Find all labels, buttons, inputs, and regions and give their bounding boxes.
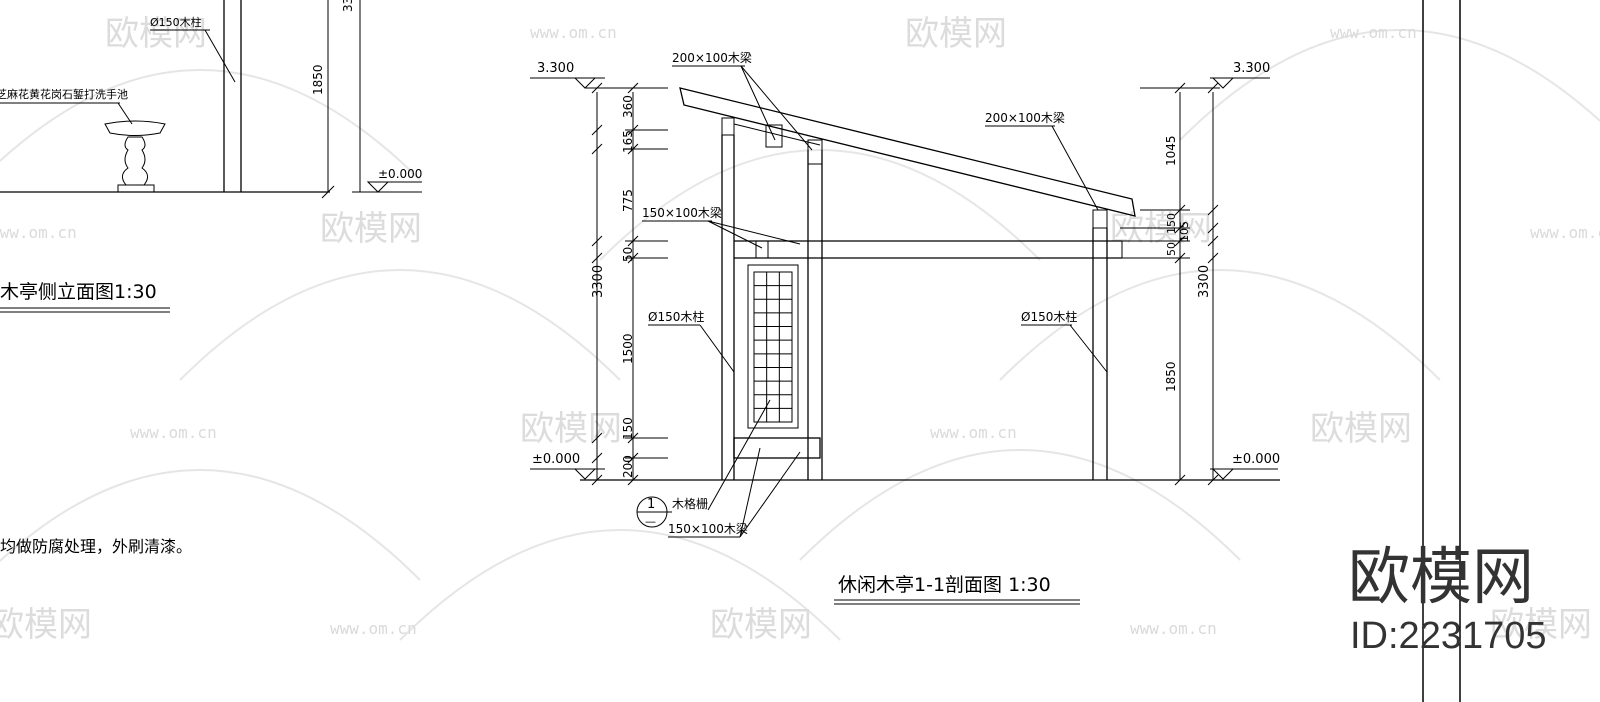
dimension-tick — [591, 124, 603, 136]
beam-top-left-label: 200×100木梁 — [672, 50, 752, 65]
dim-right-50: 50 — [1165, 242, 1178, 256]
dimension-tick — [591, 252, 603, 264]
dimension-tick — [1207, 204, 1219, 216]
dim-left-150: 150 — [621, 417, 635, 440]
watermark-url: www.om.cn — [1130, 619, 1217, 638]
level-zero-right: ±0.000 — [1232, 452, 1280, 467]
watermark-url: www.om.cn — [1330, 23, 1417, 42]
watermark-brand: 欧模网 — [1310, 409, 1412, 449]
brand-overlay: 欧模网 ID:2231705 — [1348, 543, 1547, 657]
watermark-url: www.om.cn — [330, 619, 417, 638]
left-extension-lines — [590, 87, 668, 459]
dim-1850: 1850 — [311, 64, 325, 95]
dim-right-105: 105 — [1178, 221, 1191, 242]
watermark-brand: 欧模网 — [520, 409, 622, 449]
beam-top-right-label: 200×100木梁 — [985, 110, 1065, 125]
level-top-left: 3.300 — [537, 61, 574, 76]
dimension-tick — [591, 235, 603, 247]
roof-beam — [679, 87, 1136, 217]
section-title: 休闲木亭1-1剖面图 1:30 — [838, 574, 1051, 596]
level-zero-left-view: ±0.000 — [378, 167, 422, 181]
lattice-label: 木格栅 — [672, 496, 708, 511]
watermark-url: www.om.cn — [930, 423, 1017, 442]
sheet-border — [1422, 0, 1461, 702]
level-top-right: 3.300 — [1233, 61, 1270, 76]
dimension-tick — [1207, 252, 1219, 264]
watermark-brand: 欧模网 — [1110, 209, 1212, 249]
brand-logo-text: 欧模网 — [1348, 543, 1534, 612]
dimension-tick — [1174, 474, 1186, 486]
watermark-brand: 欧模网 — [905, 14, 1007, 54]
column-label: Ø150木柱 — [150, 15, 202, 29]
watermark-brand: 欧模网 — [710, 605, 812, 645]
dim-right-1045: 1045 — [1164, 135, 1178, 166]
level-zero-left: ±0.000 — [532, 452, 580, 467]
annotations: 200×100木梁 200×100木梁 150×100木梁 Ø150木柱 Ø15… — [636, 50, 1108, 538]
dim-left-1500: 1500 — [621, 333, 635, 364]
treatment-note: 均做防腐处理，外刷清漆。 — [0, 537, 192, 556]
dim-right-total: 3300 — [1197, 265, 1212, 298]
dim-left-165: 165 — [621, 130, 635, 153]
dimension-tick — [591, 474, 603, 486]
detail-number: 1 — [647, 497, 655, 512]
watermark-url: www.om.cn — [530, 23, 617, 42]
watermark-brand: 欧模网 — [1490, 605, 1592, 645]
dim-right-150: 150 — [1165, 213, 1178, 234]
column-left-label: Ø150木柱 — [648, 309, 704, 324]
column-right-label: Ø150木柱 — [1021, 309, 1077, 324]
beam-mid-label: 150×100木梁 — [642, 205, 722, 220]
dim-left-775: 775 — [621, 189, 635, 212]
dim-left-50: 50 — [621, 247, 635, 262]
wash-basin — [104, 120, 166, 193]
dimension-tick — [591, 452, 603, 464]
dimension-tick — [591, 143, 603, 155]
detail-sheet: — — [645, 515, 656, 528]
watermark-brand: 欧模网 — [0, 605, 92, 645]
dim-left-200: 200 — [621, 455, 635, 478]
brand-id-text: ID:2231705 — [1350, 615, 1547, 657]
side-elevation: Ø150木柱 芝麻花黄花岗石錾打洗手池 1850 33 ±0.000 木亭侧立面… — [0, 0, 422, 556]
watermark-brand: 欧模网 — [105, 14, 207, 54]
dimension-tick — [627, 474, 639, 486]
watermark-url: www.om.cn — [130, 423, 217, 442]
dim-right-1850: 1850 — [1164, 361, 1178, 392]
dim-left-360: 360 — [621, 95, 635, 118]
side-elevation-title: 木亭侧立面图1:30 — [0, 281, 157, 303]
dimension-tick — [1207, 474, 1219, 486]
watermark-layer: 欧模网 欧模网 欧模网 欧模网 欧模网 欧模网 欧模网 欧模网 欧模网 www.… — [0, 14, 1600, 645]
dimension-tick — [591, 432, 603, 444]
lattice-grid — [754, 272, 792, 422]
lattice-screen — [747, 264, 799, 429]
watermark-arcs — [0, 29, 1600, 641]
left-dimension-chain: 3300 360 165 775 50 1500 150 200 — [591, 82, 639, 486]
right-dimension-chain: 1045 50 150 105 1850 3300 — [1120, 82, 1220, 486]
dim-33: 33 — [341, 0, 355, 12]
detail-callout-1: 1 — — [636, 496, 672, 528]
section-1-1: 3300 360 165 775 50 1500 150 200 1045 50… — [530, 50, 1280, 605]
watermark-url: www.om.cn — [0, 223, 77, 242]
beam-bottom-label: 150×100木梁 — [668, 521, 748, 536]
watermark-url: www.om.cn — [1530, 223, 1600, 242]
basin-label: 芝麻花黄花岗石錾打洗手池 — [0, 87, 128, 101]
dimension-tick — [1207, 235, 1219, 247]
dim-left-total: 3300 — [591, 265, 606, 298]
watermark-brand: 欧模网 — [320, 209, 422, 249]
level-marks: 3.300 3.300 ±0.000 ±0.000 — [530, 61, 1280, 480]
dimension-tick — [1207, 222, 1219, 234]
